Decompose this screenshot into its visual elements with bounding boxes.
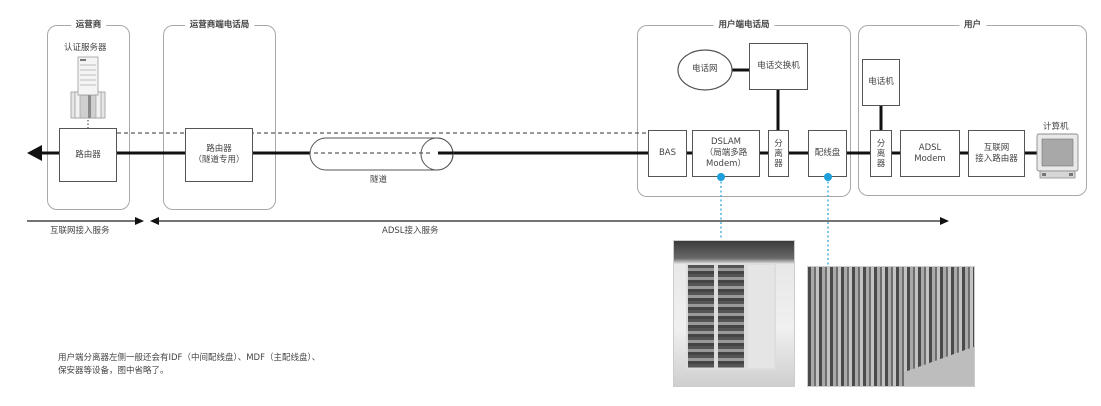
group-isp-label: 运营商 — [70, 19, 107, 31]
dslam-box: DSLAM （局端多路 Modem） — [692, 130, 760, 177]
footnote: 用户端分离器左侧一般还会有IDF（中间配线盘）、MDF（主配线盘）、 保安器等设… — [58, 352, 320, 378]
bas-box: BAS — [648, 130, 687, 177]
tunnel-router-label-1: 路由器 — [206, 144, 232, 154]
isp-router-box: 路由器 — [59, 128, 117, 182]
frame-callout-dot — [824, 173, 832, 181]
internet-service-range — [27, 217, 144, 225]
dslam-label-1: DSLAM — [710, 137, 742, 147]
group-user-office: 用户端电话局 — [637, 19, 851, 197]
office-splitter-char-2: 离 — [774, 148, 783, 159]
tunnel-label: 隧道 — [370, 175, 388, 185]
adsl-modem-label-1: ADSL — [918, 142, 942, 153]
computer-icon — [1036, 133, 1079, 179]
adsl-service-label: ADSL接入服务 — [382, 226, 439, 236]
user-splitter-char-1: 分 — [876, 138, 886, 149]
user-splitter-char-3: 器 — [876, 158, 886, 169]
footnote-line-2: 保安器等设备，图中省略了。 — [58, 366, 169, 376]
office-splitter-char-1: 分 — [774, 138, 783, 149]
user-splitter-box: 分 离 器 — [870, 130, 892, 177]
user-splitter-char-2: 离 — [876, 148, 886, 159]
group-isp-office-label: 运营商端电话局 — [184, 19, 255, 31]
dslam-label-3: Modem） — [706, 159, 746, 169]
dslam-callout-dot — [717, 173, 725, 181]
auth-server-label: 认证服务器 — [64, 43, 107, 53]
dslam-photo — [673, 240, 795, 387]
phone-switch-label: 电话交换机 — [757, 61, 800, 71]
footnote-line-1: 用户端分离器左侧一般还会有IDF（中间配线盘）、MDF（主配线盘）、 — [58, 353, 321, 363]
phone-network-ellipse — [677, 49, 733, 91]
distribution-frame-photo — [807, 266, 975, 387]
phone-switch-box: 电话交换机 — [749, 43, 808, 90]
arrow-right-icon — [135, 217, 144, 225]
computer-label: 计算机 — [1043, 122, 1069, 132]
internet-router-label-2: 接入路由器 — [975, 153, 1018, 164]
tunnel-router-label-2: （隧道专用） — [193, 155, 245, 165]
group-isp: 运营商 — [47, 19, 130, 210]
group-user-office-label: 用户端电话局 — [713, 19, 775, 31]
tunnel-router-box: 路由器 （隧道专用） — [185, 128, 253, 182]
isp-router-label: 路由器 — [75, 149, 101, 160]
bas-label: BAS — [658, 148, 677, 158]
group-isp-office: 运营商端电话局 — [163, 19, 276, 210]
adsl-modem-box: ADSL Modem — [900, 130, 960, 177]
group-user-label: 用户 — [958, 19, 987, 31]
arrow-left-icon — [150, 217, 159, 225]
server-icon — [70, 56, 106, 119]
tunnel-cylinder — [309, 137, 454, 171]
group-user: 用户 — [858, 19, 1087, 196]
distribution-frame-box: 配线盘 — [808, 130, 847, 177]
internet-router-label-1: 互联网 — [983, 142, 1010, 153]
dslam-label-2: （局端多路 — [704, 148, 748, 158]
internet-service-label: 互联网接入服务 — [50, 226, 110, 236]
internet-arrow-head-icon — [27, 145, 42, 161]
telephone-box: 电话机 — [862, 59, 900, 106]
arrow-right-icon — [940, 217, 949, 225]
internet-router-box: 互联网 接入路由器 — [968, 130, 1025, 177]
office-splitter-box: 分 离 器 — [768, 130, 789, 177]
office-splitter-char-3: 器 — [774, 158, 783, 169]
distribution-frame-label: 配线盘 — [814, 148, 841, 158]
adsl-modem-label-2: Modem — [914, 153, 946, 164]
phone-network-label: 电话网 — [692, 64, 718, 74]
adsl-service-range — [150, 217, 949, 225]
telephone-label: 电话机 — [868, 77, 894, 87]
